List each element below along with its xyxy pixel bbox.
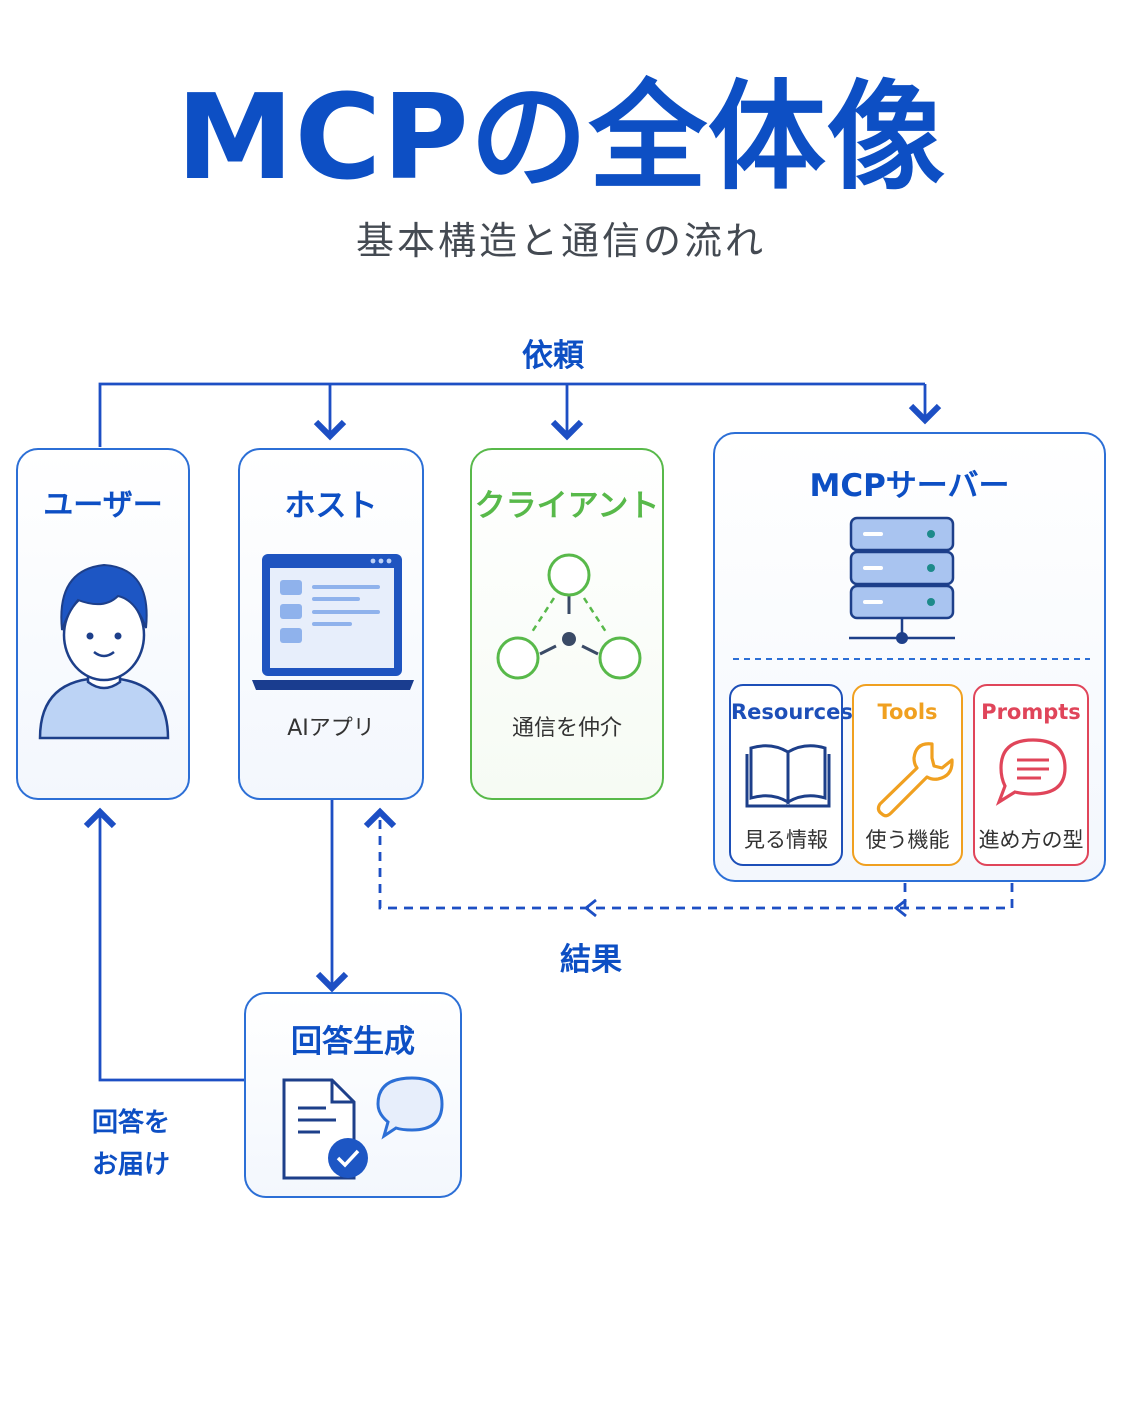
request-label: 依頼 xyxy=(522,338,584,374)
speech-bubble-icon xyxy=(376,1076,444,1140)
user-avatar-icon xyxy=(38,563,170,740)
server-label: MCPサーバー xyxy=(809,468,1010,504)
deliver-label-1: 回答を xyxy=(92,1108,171,1138)
result-arrowhead xyxy=(583,898,597,918)
host-caption: AIアプリ xyxy=(287,716,375,741)
request-arrow xyxy=(98,382,942,447)
prompts-caption: 進め方の型 xyxy=(978,828,1084,852)
wrench-icon xyxy=(876,742,954,818)
laptop-icon xyxy=(252,554,414,690)
host-node: ホスト AIアプリ xyxy=(238,448,424,800)
client-label: クライアント xyxy=(474,488,660,524)
user-label: ユーザー xyxy=(43,488,163,523)
host-label: ホスト xyxy=(284,488,378,524)
resources-caption: 見る情報 xyxy=(744,828,828,852)
result-arrow xyxy=(363,807,1014,910)
client-node: クライアント 通信を仲介 xyxy=(470,448,664,800)
deliver-label-2: お届け xyxy=(92,1150,171,1180)
network-icon xyxy=(496,553,642,680)
document-check-icon xyxy=(282,1076,444,1180)
result-arrowhead-right xyxy=(893,898,907,918)
resources-title: Resources xyxy=(731,700,853,724)
answer-label: 回答生成 xyxy=(291,1024,415,1060)
page-subtitle: 基本構造と通信の流れ xyxy=(355,219,766,263)
page-title: MCPの全体像 xyxy=(176,68,946,206)
tools-caption: 使う機能 xyxy=(865,828,950,852)
answer-node: 回答生成 xyxy=(244,992,462,1198)
result-label: 結果 xyxy=(560,942,622,978)
prompts-title: Prompts xyxy=(981,700,1081,724)
tools-title: Tools xyxy=(877,700,938,724)
prompts-card: Prompts 進め方の型 xyxy=(973,684,1089,866)
tools-card: Tools 使う機能 xyxy=(852,684,963,866)
mcp-server-node: MCPサーバー Resources 見る情報 Tools 使う機能 xyxy=(713,432,1106,882)
server-icon xyxy=(733,516,1090,660)
resources-card: Resources 見る情報 xyxy=(729,684,853,866)
book-icon xyxy=(745,744,831,808)
deliver-arrow xyxy=(83,807,244,1082)
chat-icon xyxy=(995,738,1067,806)
user-node: ユーザー xyxy=(16,448,190,800)
client-caption: 通信を仲介 xyxy=(511,716,622,741)
